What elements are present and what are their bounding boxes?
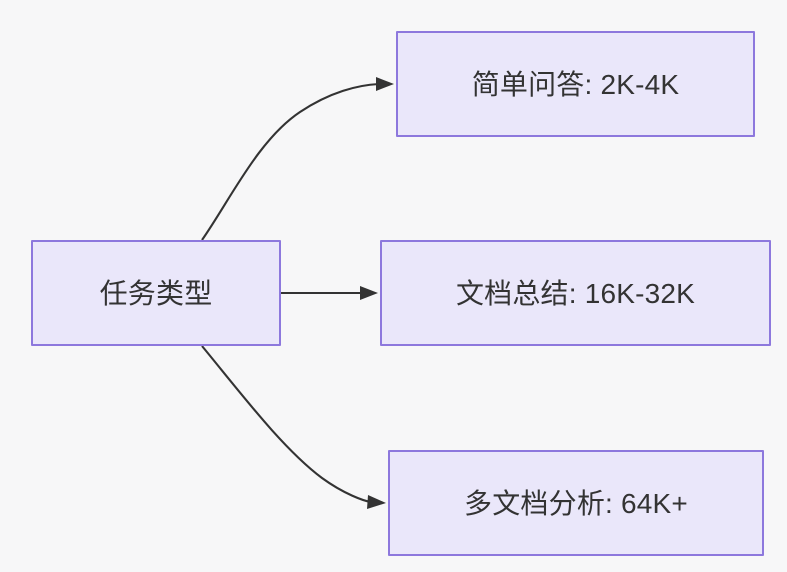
node-task-type-label: 任务类型	[99, 277, 213, 309]
edge-root-to-multi-doc-path	[201, 345, 372, 504]
edge-root-to-simple-qa-arrowhead	[376, 77, 394, 91]
node-multi-doc-label: 多文档分析: 64K+	[464, 487, 688, 519]
node-doc-summary-label: 文档总结: 16K-32K	[455, 277, 696, 309]
node-task-type[interactable]: 任务类型	[31, 240, 281, 346]
node-simple-qa-label: 简单问答: 2K-4K	[471, 68, 680, 100]
edge-root-to-multi-doc	[201, 345, 386, 509]
edge-root-to-simple-qa-path	[201, 82, 380, 241]
node-simple-qa[interactable]: 简单问答: 2K-4K	[396, 31, 755, 137]
node-doc-summary[interactable]: 文档总结: 16K-32K	[380, 240, 771, 346]
edge-root-to-doc-summary-arrowhead	[360, 286, 378, 300]
node-multi-doc[interactable]: 多文档分析: 64K+	[388, 450, 764, 556]
edge-root-to-doc-summary	[281, 286, 378, 300]
edge-root-to-multi-doc-arrowhead	[367, 495, 386, 509]
edge-root-to-simple-qa	[201, 77, 394, 241]
